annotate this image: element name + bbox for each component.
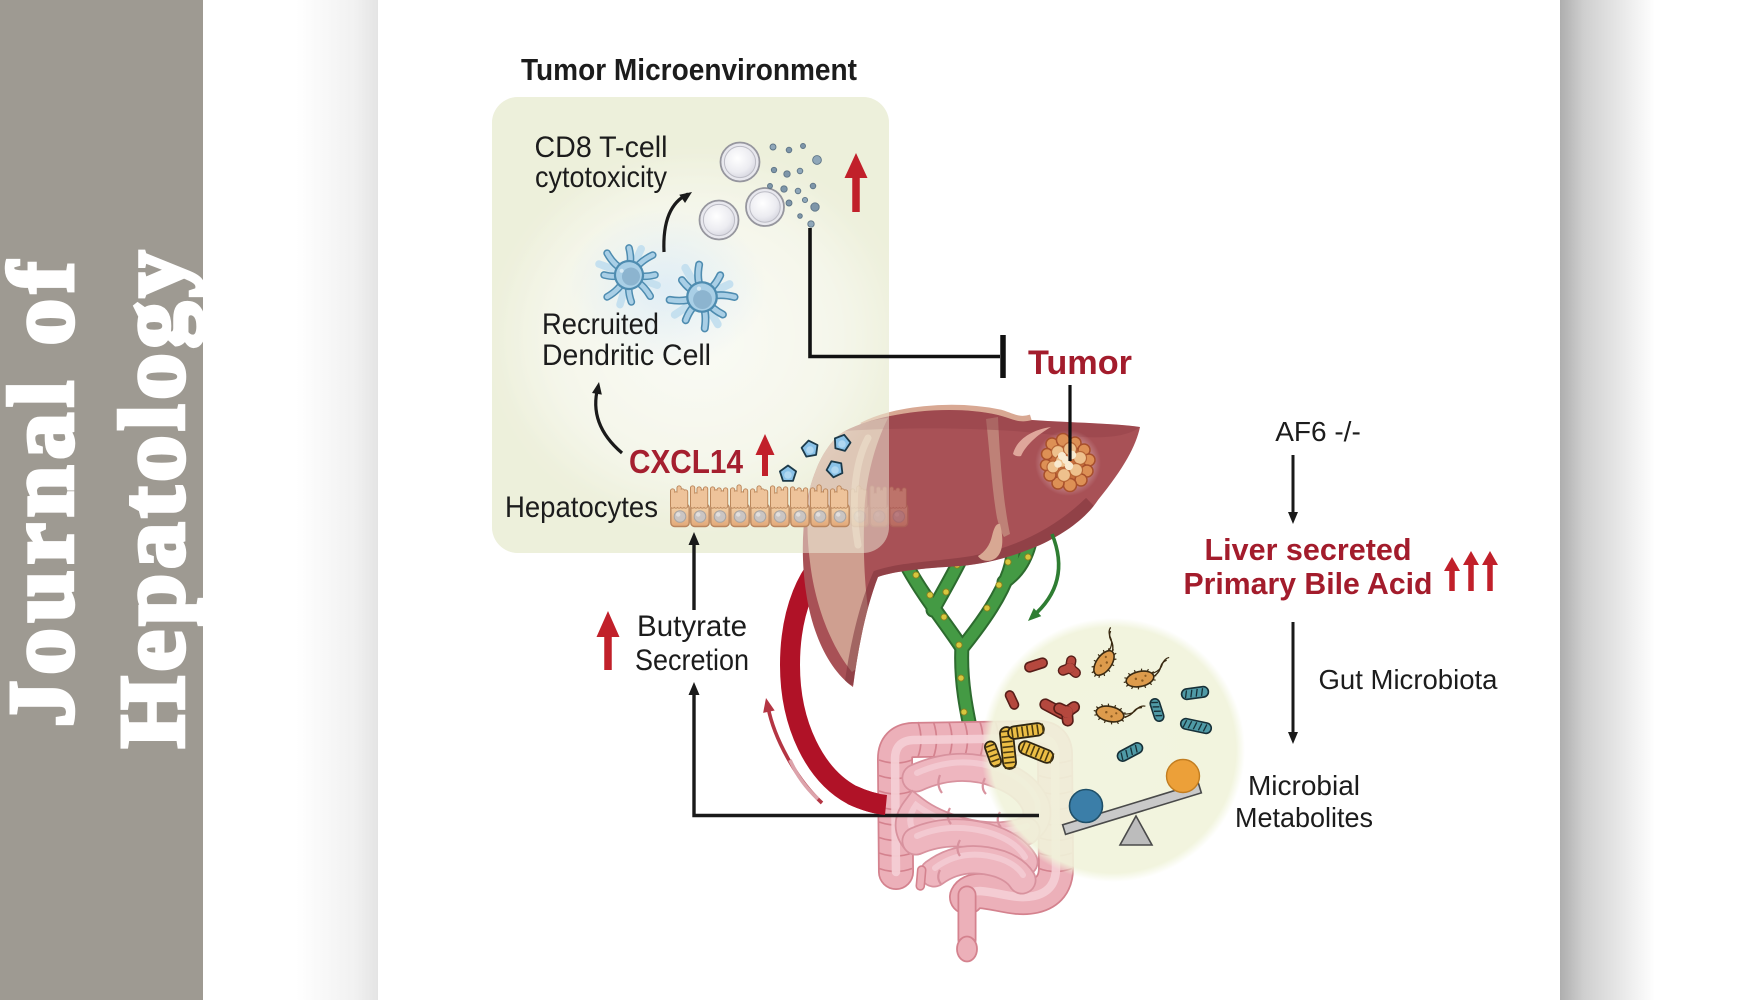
svg-text:Hepatology: Hepatology bbox=[101, 251, 203, 748]
svg-text:Liver secreted: Liver secreted bbox=[1205, 532, 1412, 567]
svg-text:Recruited: Recruited bbox=[542, 308, 659, 341]
svg-text:Gut Microbiota: Gut Microbiota bbox=[1319, 664, 1498, 695]
svg-text:Journal of: Journal of bbox=[0, 261, 92, 727]
svg-text:Tumor Microenvironment: Tumor Microenvironment bbox=[521, 52, 857, 87]
svg-text:CXCL14: CXCL14 bbox=[629, 443, 744, 480]
svg-text:Butyrate: Butyrate bbox=[637, 610, 747, 643]
svg-text:Metabolites: Metabolites bbox=[1235, 802, 1373, 833]
svg-text:Hepatocytes: Hepatocytes bbox=[505, 491, 658, 524]
svg-text:Microbial: Microbial bbox=[1248, 770, 1360, 801]
svg-text:cytotoxicity: cytotoxicity bbox=[535, 161, 667, 194]
svg-text:Secretion: Secretion bbox=[635, 644, 749, 677]
svg-text:AF6 -/-: AF6 -/- bbox=[1275, 416, 1361, 447]
svg-text:Tumor: Tumor bbox=[1028, 344, 1132, 382]
svg-text:Primary Bile Acid: Primary Bile Acid bbox=[1184, 566, 1433, 601]
svg-text:Dendritic Cell: Dendritic Cell bbox=[542, 339, 711, 372]
svg-text:CD8 T-cell: CD8 T-cell bbox=[535, 131, 668, 164]
